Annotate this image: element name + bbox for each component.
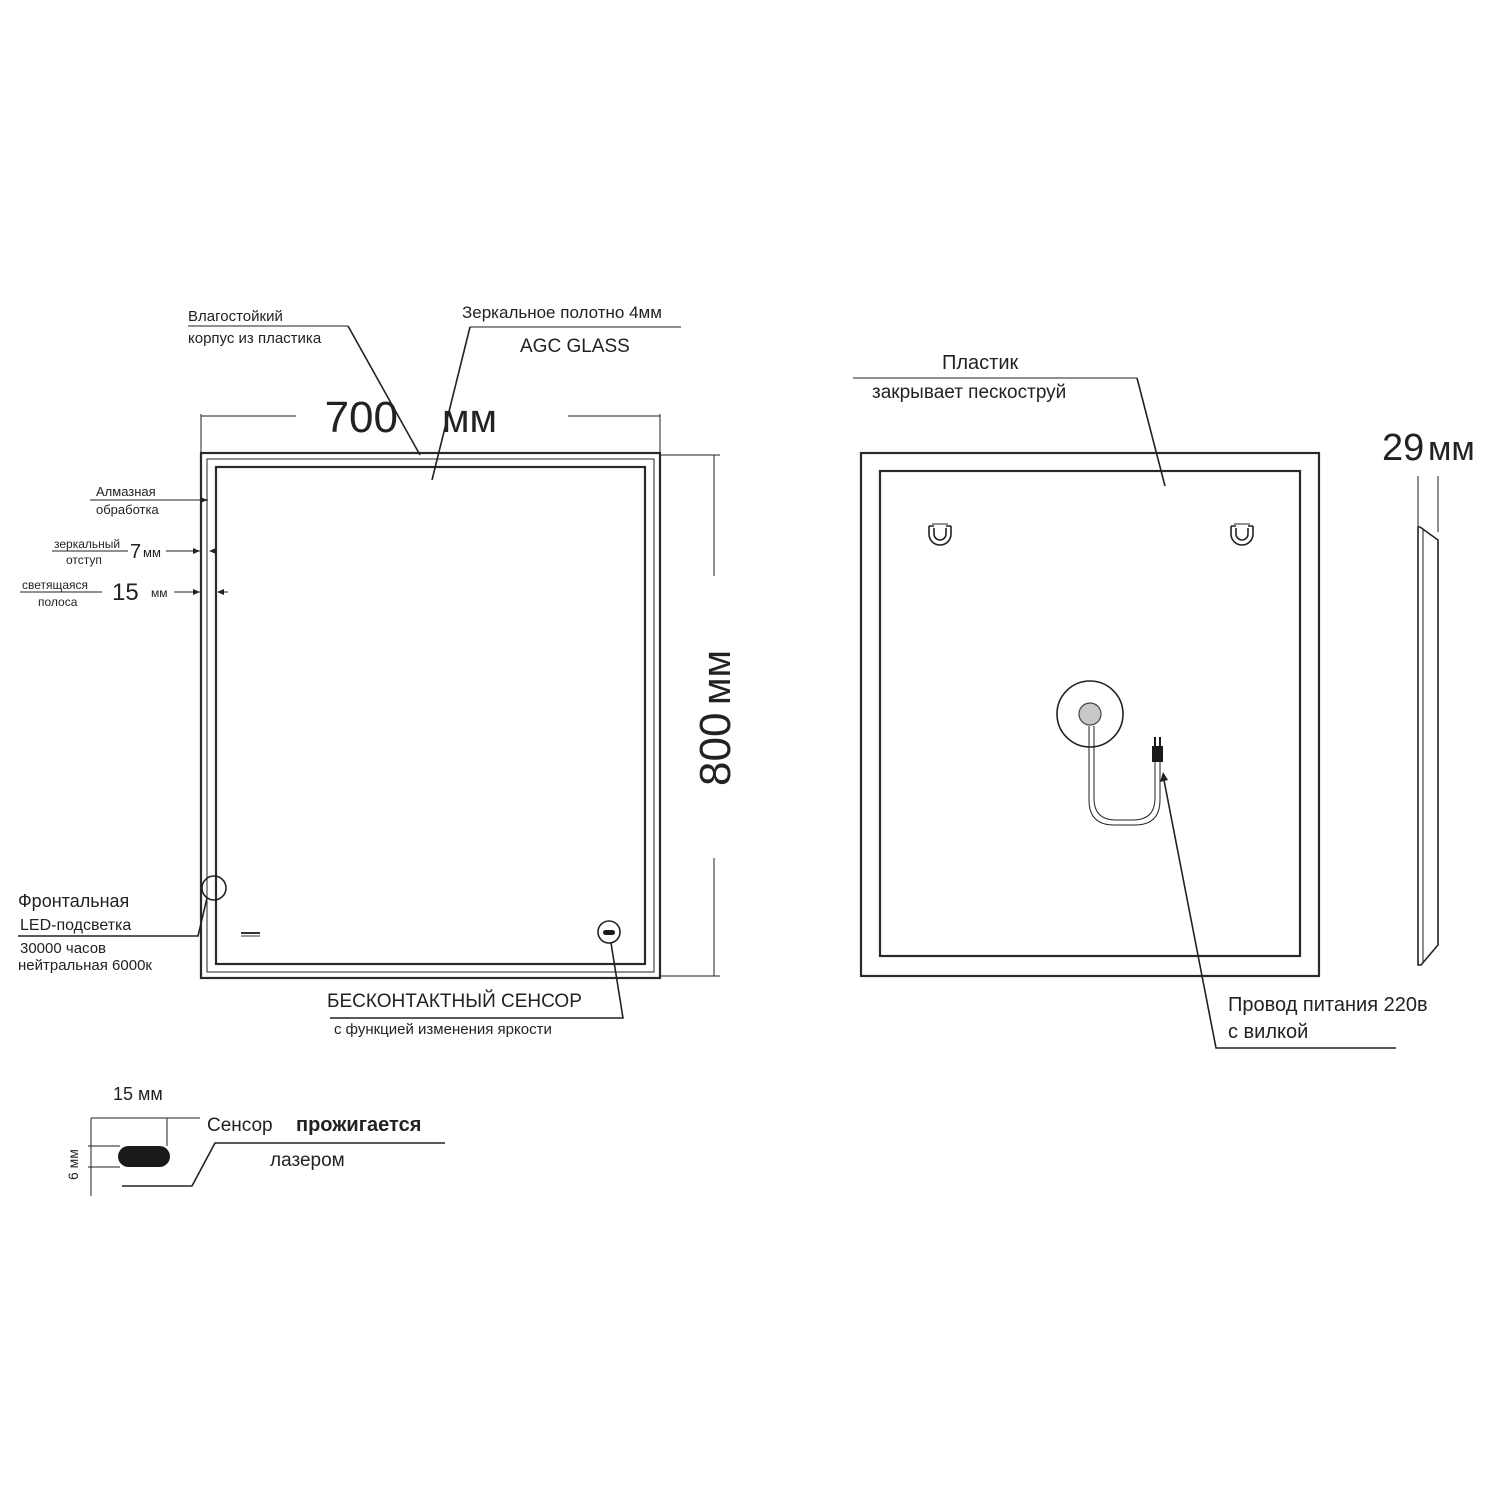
sensor-label-2: с функцией изменения яркости <box>334 1021 552 1038</box>
housing-label-2: корпус из пластика <box>188 330 322 347</box>
height-unit: мм <box>695 650 739 705</box>
led-label-3: 30000 часов <box>20 940 106 957</box>
front-view: 700 мм 800 мм Влагостойкий корпус из пла… <box>18 303 740 1038</box>
width-value: 700 <box>325 393 398 442</box>
back-view: Пластик закрывает пескоструй <box>853 352 1428 1049</box>
depth-unit: мм <box>1428 430 1475 468</box>
height-dimension: 800 мм <box>660 454 740 977</box>
strip-value: 15 <box>112 579 139 606</box>
sensor-note-word2: прожигается <box>296 1114 421 1136</box>
side-view: 29 мм <box>1382 427 1475 966</box>
sensor-label-1: БЕСКОНТАКТНЫЙ СЕНСОР <box>327 990 582 1012</box>
sensor-shape <box>118 1146 170 1167</box>
width-dimension: 700 мм <box>200 393 661 453</box>
touch-sensor-icon <box>597 920 621 944</box>
brand-logo <box>241 932 260 937</box>
hanger-hook-icon <box>928 523 952 546</box>
sensor-height-label: 6 мм <box>65 1149 81 1180</box>
offset-callout: зеркальный отступ 7 мм <box>52 537 217 567</box>
glass-callout: Зеркальное полотно 4мм AGC GLASS <box>431 303 681 481</box>
height-value: 800 <box>691 713 740 786</box>
housing-callout: Влагостойкий корпус из пластика <box>188 308 421 456</box>
strip-callout: светящаяся полоса 15 мм <box>20 578 228 609</box>
cable-label-1: Провод питания 220в <box>1228 994 1428 1016</box>
sensor-callout: БЕСКОНТАКТНЫЙ СЕНСОР с функцией изменени… <box>327 920 624 1038</box>
front-bevel-line <box>206 458 655 973</box>
cable-callout: Провод питания 220в с вилкой <box>1160 772 1428 1049</box>
sensor-detail: 15 мм 6 мм Сенсор прожигается лазером <box>65 1084 445 1196</box>
back-panel <box>878 469 1302 958</box>
depth-value: 29 <box>1382 427 1424 469</box>
power-module <box>1056 680 1161 826</box>
glass-label-2: AGC GLASS <box>520 336 630 357</box>
front-led-strip <box>214 465 647 966</box>
offset-value: 7 <box>130 541 141 563</box>
plastic-callout: Пластик закрывает пескоструй <box>853 352 1166 487</box>
sensor-width-label: 15 мм <box>113 1084 163 1104</box>
sensor-note-line2: лазером <box>270 1150 345 1171</box>
plastic-label-2: закрывает пескоструй <box>872 382 1066 403</box>
diamond-label-1: Алмазная <box>96 484 156 499</box>
led-label-4: нейтральная 6000к <box>18 957 152 974</box>
hanger-hook-icon <box>1230 523 1254 546</box>
front-outer-frame <box>199 451 662 980</box>
housing-label-1: Влагостойкий <box>188 308 283 325</box>
led-label-2: LED-подсветка <box>20 917 131 934</box>
glass-label-1: Зеркальное полотно 4мм <box>462 303 662 322</box>
offset-label-2: отступ <box>66 553 102 567</box>
offset-label-1: зеркальный <box>54 537 120 551</box>
cable-label-2: с вилкой <box>1228 1021 1308 1043</box>
led-detail-circle <box>201 875 227 901</box>
offset-unit: мм <box>143 545 161 560</box>
power-plug-icon <box>1152 737 1163 762</box>
led-callout: Фронтальная LED-подсветка 30000 часов не… <box>18 875 227 974</box>
diamond-callout: Алмазная обработка <box>90 484 208 517</box>
led-label-1: Фронтальная <box>18 891 129 911</box>
strip-label-2: полоса <box>38 595 78 609</box>
sensor-note-word1: Сенсор <box>207 1115 273 1136</box>
strip-unit: мм <box>151 586 168 600</box>
diamond-label-2: обработка <box>96 502 159 517</box>
back-outer-frame <box>859 451 1321 978</box>
strip-label-1: светящаяся <box>22 578 88 592</box>
plastic-label-1: Пластик <box>942 352 1019 374</box>
